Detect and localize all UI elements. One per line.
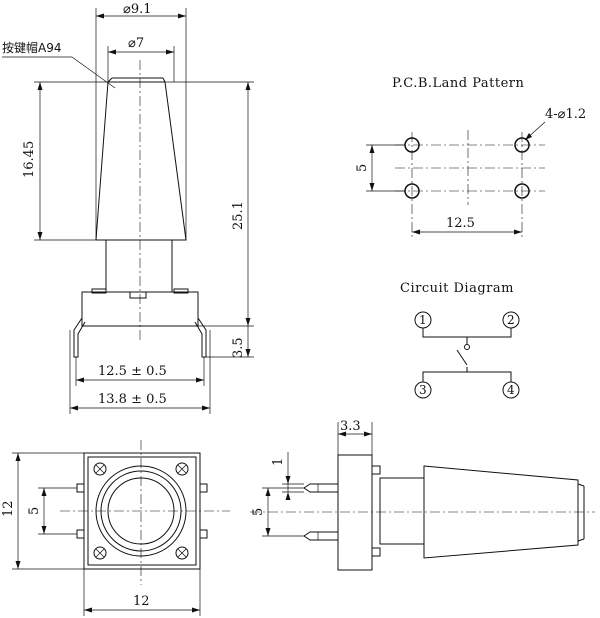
svg-text:4: 4 [507,383,515,397]
bottom-view: 12 5 12 [1,440,230,616]
dim-pin-height: 3.5 [231,337,246,358]
circuit-title: Circuit Diagram [400,281,514,296]
dim-side-pin-gap: 5 [251,508,266,516]
dim-bottom-pin-gap: 5 [27,507,42,515]
dim-cap-height: 16.45 [22,141,37,178]
dim-pin-span: 12.5 ± 0.5 [98,364,167,379]
svg-text:1: 1 [419,313,427,327]
dim-col-gap: 12.5 [446,216,475,231]
pcb-land-pattern: P.C.B.Land Pattern 4-⌀1.2 5 12.5 [355,76,586,238]
dim-top-diameter: ⌀9.1 [123,2,152,17]
dim-cap-diameter: ⌀7 [128,36,144,51]
pcb-hole-4 [514,183,530,199]
side-view: 3.3 1 5 [250,419,595,571]
dim-side-body: 3.3 [340,419,361,434]
stem-outline [105,239,173,293]
hole-label: 4-⌀1.2 [545,107,586,122]
pcb-hole-2 [514,137,530,153]
circuit-diagram: Circuit Diagram 1 2 3 4 [400,281,520,399]
svg-text:3: 3 [419,383,427,397]
pcb-title: P.C.B.Land Pattern [392,76,525,91]
key-cap-outline [95,81,187,241]
dim-side-pin: 1 [271,458,286,466]
dim-body-width: 13.8 ± 0.5 [98,392,167,407]
dim-bottom-height: 12 [1,500,16,517]
cap-label: 按键帽A94 [2,40,61,55]
side-body-outline [337,454,373,571]
dim-total-height: 25.1 [231,201,246,230]
dim-bottom-width: 12 [133,594,150,609]
front-view: ⌀9.1 ⌀7 按键帽A94 16.45 25.1 3.5 [2,2,254,414]
side-cap-outline [423,465,579,559]
svg-text:2: 2 [507,313,515,327]
dim-row-gap: 5 [355,164,370,172]
